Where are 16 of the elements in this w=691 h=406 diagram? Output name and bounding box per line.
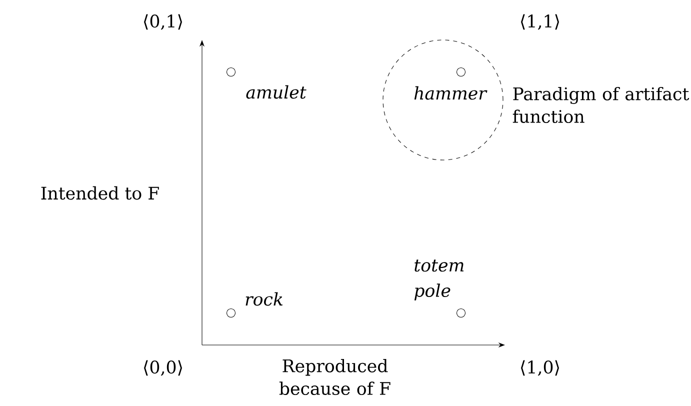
corner-label: ⟨0,1⟩ bbox=[144, 14, 182, 30]
point-marker bbox=[226, 308, 236, 318]
axis-label: Reproduced because of F bbox=[279, 358, 390, 396]
dashed-circle bbox=[382, 40, 504, 160]
point-label: hammer bbox=[414, 86, 488, 100]
circle-label: Paradigm of artifact function bbox=[512, 86, 690, 124]
point-label: totem pole bbox=[414, 260, 464, 300]
corner-label: ⟨1,1⟩ bbox=[521, 14, 559, 30]
point-marker bbox=[456, 308, 466, 318]
point-label: amulet bbox=[246, 85, 306, 99]
point-marker bbox=[226, 67, 236, 77]
corner-label: ⟨1,0⟩ bbox=[521, 360, 559, 376]
point-marker bbox=[456, 67, 466, 77]
point-label: rock bbox=[246, 292, 282, 306]
corner-label: ⟨0,0⟩ bbox=[144, 360, 182, 376]
axis-label: Intended to F bbox=[41, 186, 159, 200]
